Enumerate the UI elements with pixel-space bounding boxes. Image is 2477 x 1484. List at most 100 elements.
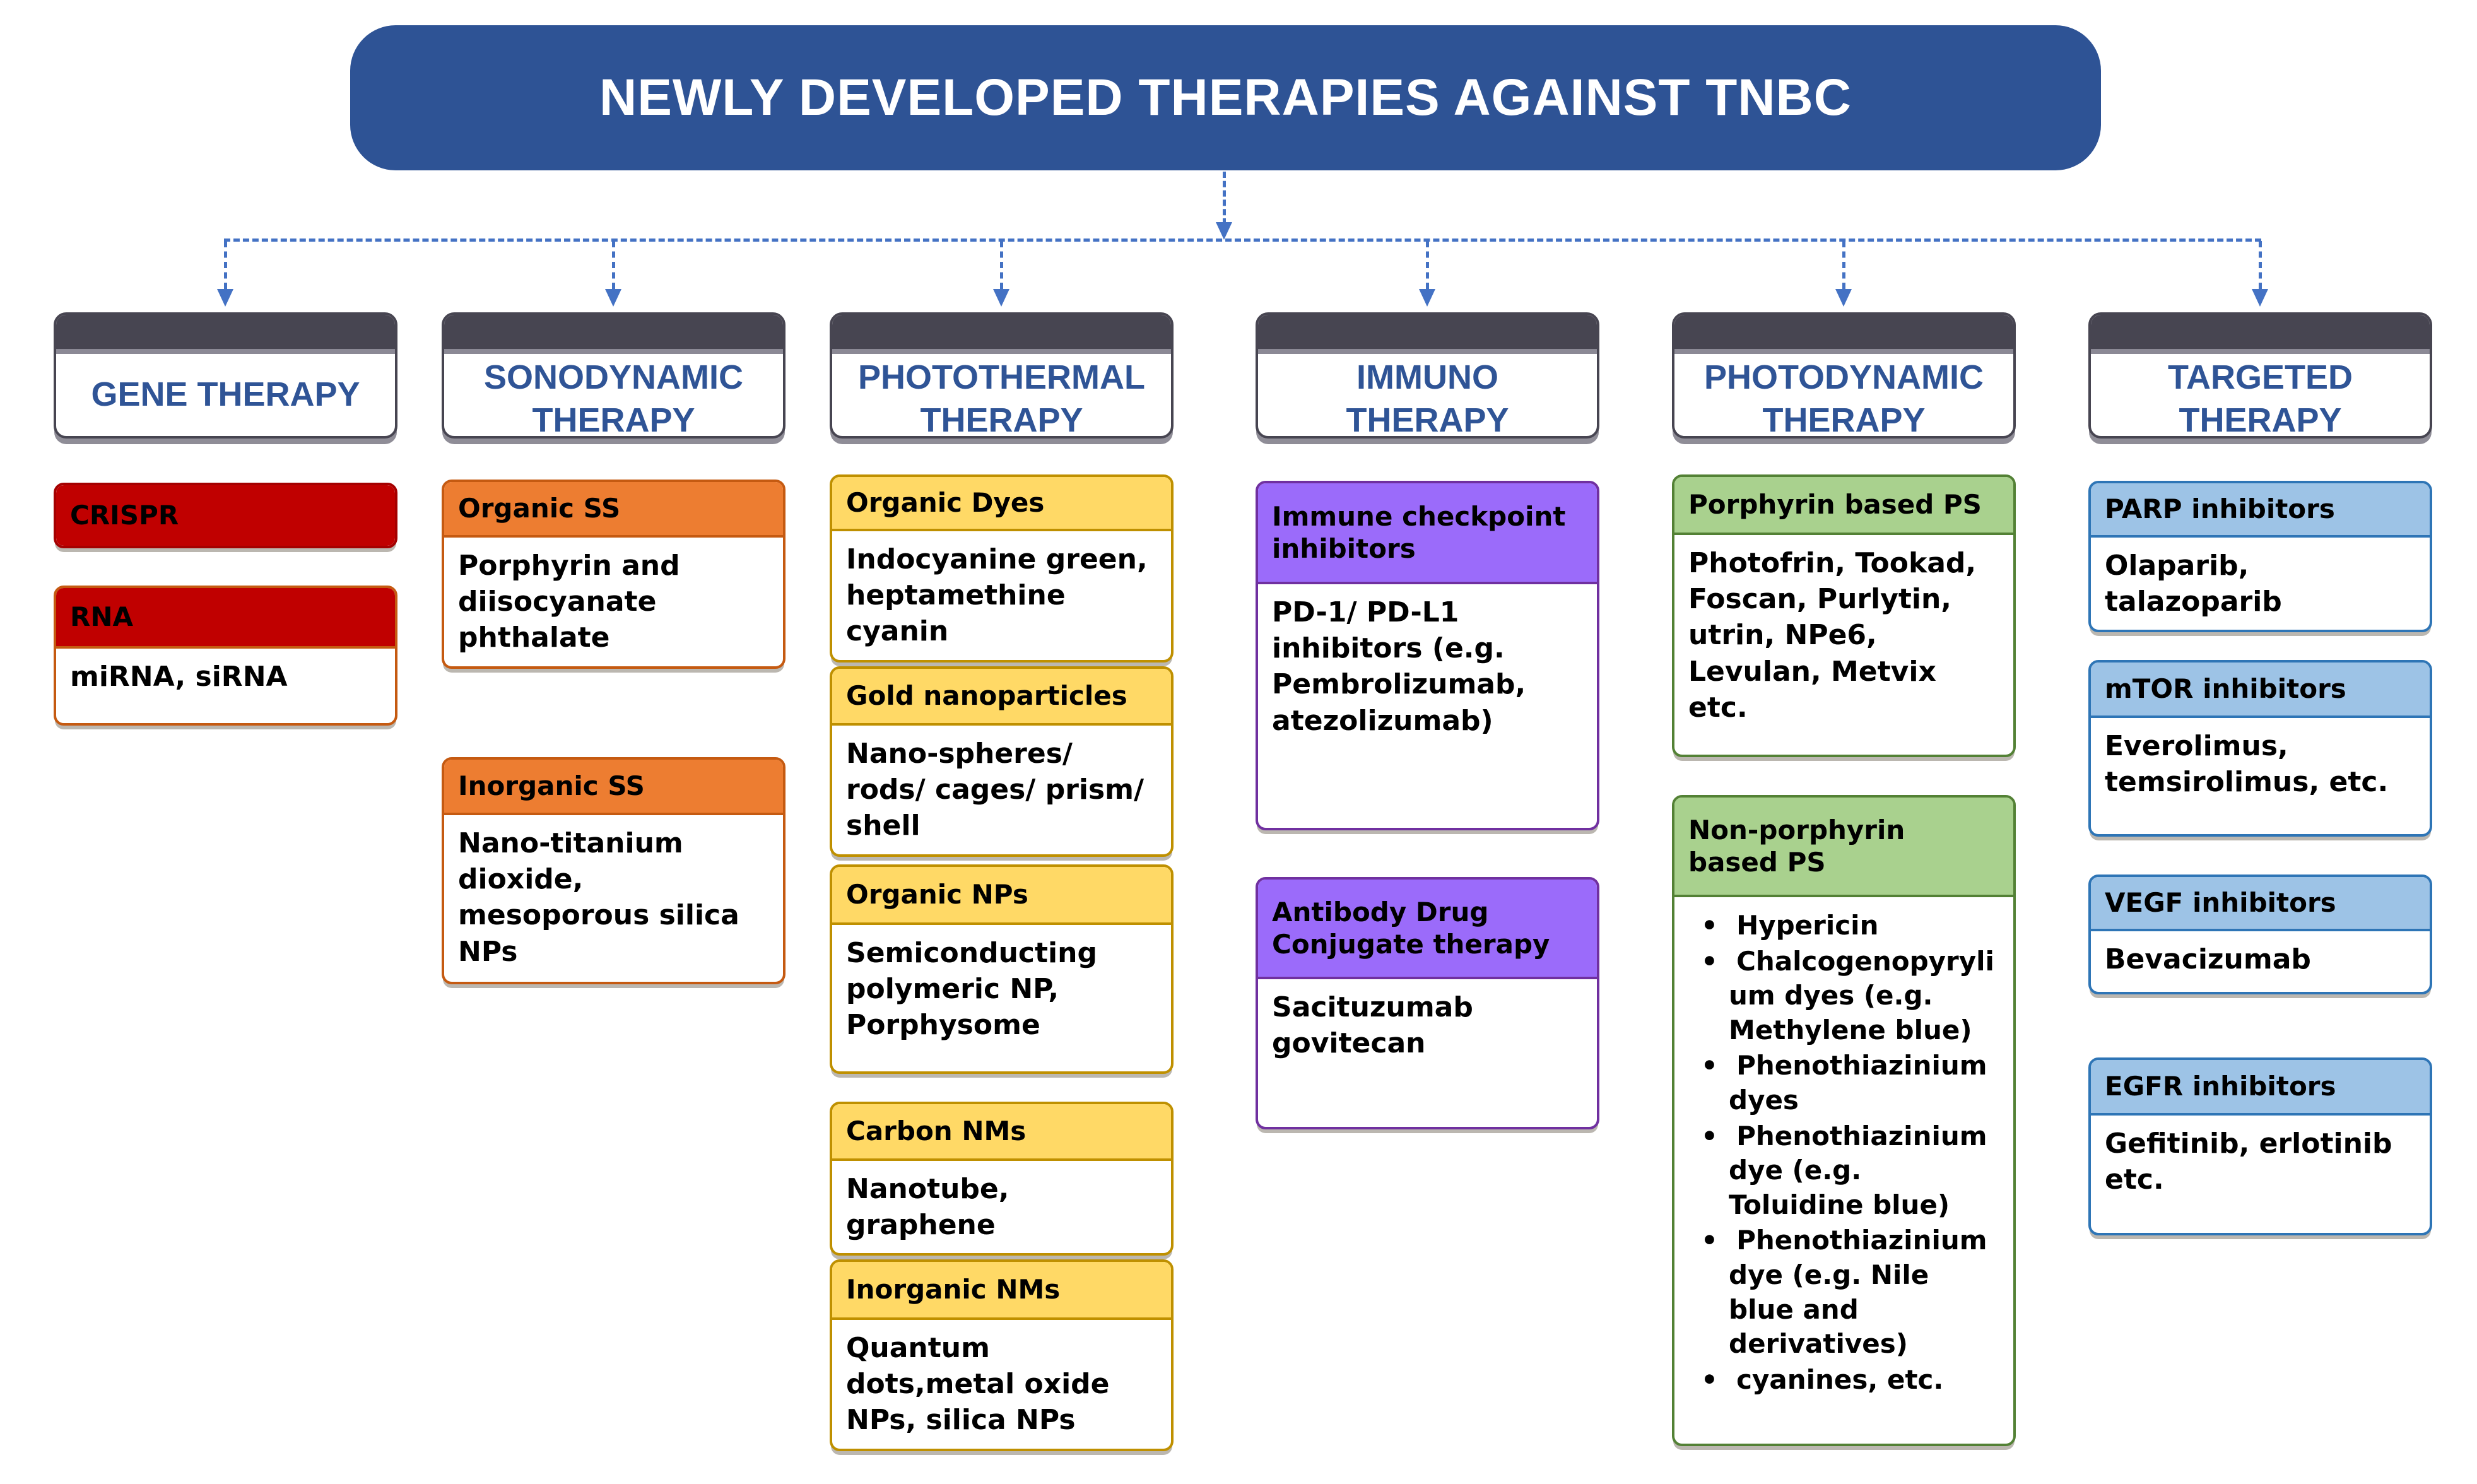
box-header: Immune checkpoint inhibitors [1258,483,1597,584]
box-header: Organic SS [444,482,783,538]
box-body: Sacituzumab govitecan [1272,991,1473,1060]
list-item: cyanines, etc. [1688,1363,1999,1398]
box-vegf-inhibitors: VEGF inhibitors Bevacizumab [2088,874,2432,994]
box-header: CRISPR [56,485,395,546]
column-immuno-therapy: IMMUNO THERAPY Immune checkpoint inhibit… [1256,0,1599,1484]
column-targeted-therapy: TARGETED THERAPY PARP inhibitors Olapari… [2088,0,2432,1484]
column-header-bar [832,315,1171,354]
column-header-bar [1258,315,1597,354]
box-header: RNA [56,588,395,649]
box-body: Photofrin, Tookad, Foscan, Purlytin, utr… [1688,547,1977,724]
box-header: Inorganic NMs [832,1262,1171,1320]
box-organic-nps: Organic NPs Semiconducting polymeric NP,… [830,864,1174,1074]
box-gold-nanoparticles: Gold nanoparticles Nano-spheres/ rods/ c… [830,666,1174,857]
box-header: Organic NPs [832,867,1171,925]
box-header-text: RNA [70,601,133,633]
connector-branch-6 [2259,241,2262,289]
box-inorganic-nms: Inorganic NMs Quantum dots,metal oxide N… [830,1259,1174,1451]
box-body: miRNA, siRNA [70,661,288,693]
box-parp-inhibitors: PARP inhibitors Olaparib, talazoparib [2088,481,2432,633]
box-body: Everolimus, temsirolimus, etc. [2105,730,2389,799]
box-header: Porphyrin based PS [1674,477,2013,535]
box-header-text: Porphyrin based PS [1688,489,1982,521]
box-header-text: Inorganic NMs [846,1274,1061,1305]
box-header: VEGF inhibitors [2091,877,2430,931]
box-header-text: Immune checkpoint inhibitors [1272,500,1566,564]
box-body: Nano-titanium dioxide, mesoporous silica… [458,827,739,968]
column-header-sonodynamic-therapy: SONODYNAMIC THERAPY [442,312,785,439]
page-title: NEWLY DEVELOPED THERAPIES AGAINST TNBC [350,25,2101,170]
box-header-text: Organic NPs [846,879,1028,910]
box-crispr: CRISPR [54,483,397,548]
box-body: Hypericin Chalcogenopyrylium dyes (e.g. … [1674,897,2013,1444]
column-photodynamic-therapy: PHOTODYNAMIC THERAPY Porphyrin based PS … [1672,0,2016,1484]
box-egfr-inhibitors: EGFR inhibitors Gefitinib, erlotinib etc… [2088,1057,2432,1235]
connector-horizontal [224,238,2261,242]
box-body: Semiconducting polymeric NP, Porphysome [846,937,1097,1042]
box-carbon-nms: Carbon NMs Nanotube, graphene [830,1102,1174,1256]
column-header-targeted-therapy: TARGETED THERAPY [2088,312,2432,439]
box-header-text: Carbon NMs [846,1116,1027,1147]
column-header-label: SONODYNAMIC THERAPY [483,358,743,439]
box-header-text: Non-porphyrin based PS [1688,814,1905,878]
box-body: Nano-spheres/ rods/ cages/ prism/ shell [846,738,1144,842]
list-item: Hypericin [1688,909,1999,943]
box-header-text: Gold nanoparticles [846,680,1127,712]
column-header-label: IMMUNO THERAPY [1346,358,1509,439]
column-header-immuno-therapy: IMMUNO THERAPY [1256,312,1599,439]
arrow-down-icon [1216,222,1232,240]
arrow-down-icon [993,289,1009,307]
box-body: Porphyrin and diisocyanate phthalate [458,550,680,654]
column-header-photodynamic-therapy: PHOTODYNAMIC THERAPY [1672,312,2016,439]
list-item: Chalcogenopyrylium dyes (e.g. Methylene … [1688,945,1999,1048]
connector-branch-4 [1426,241,1429,289]
connector-branch-3 [1000,241,1003,289]
box-header: PARP inhibitors [2091,483,2430,538]
column-header-bar [1674,315,2013,354]
column-gene-therapy: GENE THERAPY CRISPR RNA miRNA, siRNA [54,0,397,1484]
arrow-down-icon [605,289,621,307]
box-organic-ss: Organic SS Porphyrin and diisocyanate ph… [442,480,785,669]
box-inorganic-ss: Inorganic SS Nano-titanium dioxide, meso… [442,757,785,984]
bullet-list: Hypericin Chalcogenopyrylium dyes (e.g. … [1688,909,1999,1397]
arrow-down-icon [2252,289,2268,307]
connector-main-vertical [1223,172,1226,225]
box-body: Quantum dots,metal oxide NPs, silica NPs [846,1332,1110,1437]
box-non-porphyrin-based-ps: Non-porphyrin based PS Hypericin Chalcog… [1672,795,2016,1446]
connector-branch-1 [224,241,227,289]
box-header-text: EGFR inhibitors [2105,1071,2336,1102]
box-header-text: Organic Dyes [846,487,1045,519]
box-header: Inorganic SS [444,760,783,815]
box-header-text: Organic SS [458,493,621,524]
box-header-text: VEGF inhibitors [2105,887,2336,919]
list-item: Phenothiazinium dyes [1688,1049,1999,1117]
column-header-photothermal-therapy: PHOTOTHERMAL THERAPY [830,312,1174,439]
column-header-gene-therapy: GENE THERAPY [54,312,397,439]
box-header-text: Inorganic SS [458,770,645,802]
box-header-text: mTOR inhibitors [2105,673,2346,705]
column-header-label: PHOTODYNAMIC THERAPY [1703,358,1984,439]
box-porphyrin-based-ps: Porphyrin based PS Photofrin, Tookad, Fo… [1672,474,2016,757]
connector-branch-5 [1842,241,1845,289]
box-body: Olaparib, talazoparib [2105,550,2282,618]
box-rna: RNA miRNA, siRNA [54,586,397,726]
box-header: Carbon NMs [832,1104,1171,1161]
column-header-label: PHOTOTHERMAL THERAPY [858,358,1145,439]
arrow-down-icon [1419,289,1435,307]
box-header: Gold nanoparticles [832,669,1171,726]
box-header: EGFR inhibitors [2091,1060,2430,1116]
arrow-down-icon [217,289,233,307]
box-organic-dyes: Organic Dyes Indocyanine green, heptamet… [830,474,1174,662]
column-sonodynamic-therapy: SONODYNAMIC THERAPY Organic SS Porphyrin… [442,0,785,1484]
box-header-text: Antibody Drug Conjugate therapy [1272,896,1550,960]
box-body: Gefitinib, erlotinib etc. [2105,1128,2392,1196]
connector-branch-2 [612,241,615,289]
box-header-text: CRISPR [70,500,179,531]
box-body: Nanotube, graphene [846,1173,1009,1242]
list-item: Phenothiazinium dye (e.g. Nile blue and … [1688,1223,1999,1361]
arrow-down-icon [1835,289,1852,307]
column-header-bar [444,315,783,354]
box-header-text: PARP inhibitors [2105,493,2335,525]
box-header: mTOR inhibitors [2091,662,2430,718]
